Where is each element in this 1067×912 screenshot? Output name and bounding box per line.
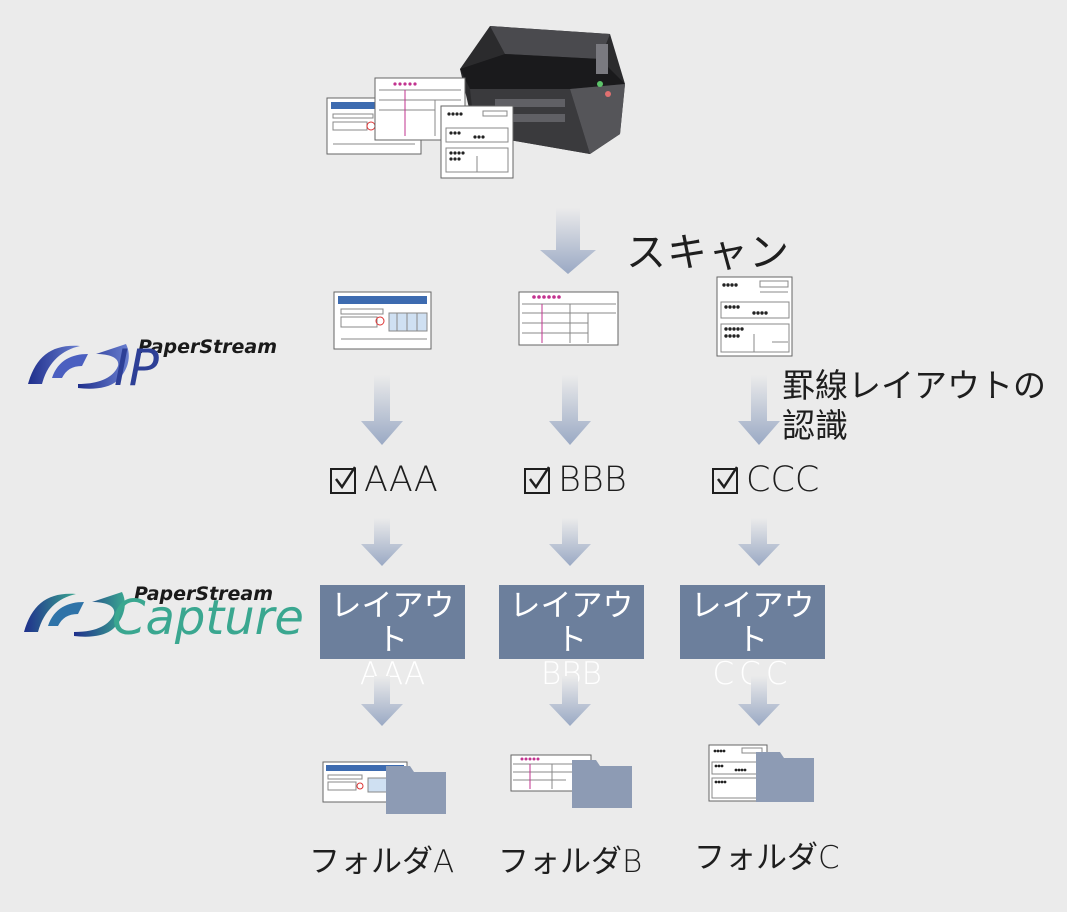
checkbox-checked-icon [712, 466, 739, 494]
layout-box-name: CCC [712, 656, 793, 692]
check-label-ccc: CCC [746, 460, 820, 500]
document-b [518, 291, 619, 346]
layout-arrow-a [361, 518, 403, 566]
check-aaa: AAA [330, 460, 438, 500]
checkbox-checked-icon [524, 466, 551, 494]
input-documents [326, 77, 514, 179]
layout-box-title: レイアウト [690, 588, 815, 658]
folder-a-icon [322, 761, 446, 814]
recognition-arrow-c [738, 375, 780, 445]
folder-label-c: フォルダC [694, 840, 840, 876]
folder-arrow-a [361, 676, 403, 726]
layout-box-bbb: レイアウト BBB [499, 585, 644, 691]
layout-arrow-c [738, 518, 780, 566]
folder-b-icon [510, 754, 632, 808]
layout-box-aaa: レイアウト AAA [320, 585, 465, 691]
paperstream-ip-logo-product: IP [114, 339, 159, 397]
checkbox-checked-icon [330, 466, 357, 494]
folder-label-b: フォルダB [498, 844, 643, 880]
layout-box-title: レイアウト [330, 588, 455, 658]
paperstream-capture-logo-mark [24, 592, 125, 637]
folder-arrow-b [549, 676, 591, 726]
check-ccc: CCC [712, 460, 819, 500]
layout-box-title: レイアウト [509, 588, 634, 658]
paperstream-ip-logo-mark [28, 344, 129, 389]
paperstream-capture-logo-name: PaperStream [134, 583, 274, 605]
document-a [333, 291, 432, 350]
check-label-aaa: AAA [364, 460, 438, 500]
layout-arrow-b [549, 518, 591, 566]
recognition-arrow-a [361, 375, 403, 445]
recognition-arrow-b [549, 375, 591, 445]
check-label-bbb: BBB [558, 460, 627, 500]
scan-label: スキャン [626, 230, 790, 276]
scan-arrow [540, 208, 596, 274]
layout-box-name: AAA [359, 656, 426, 692]
layout-box-ccc: レイアウト CCC [680, 585, 825, 691]
folder-c-icon [708, 744, 814, 802]
document-c [716, 276, 793, 357]
folder-label-a: フォルダA [309, 844, 455, 880]
folder-arrow-c [738, 676, 780, 726]
paperstream-ip-logo-name: PaperStream [138, 336, 278, 358]
paperstream-capture-logo-product: Capture [112, 590, 304, 646]
recognition-label: 罫線レイアウトの 認識 [782, 366, 1046, 445]
check-bbb: BBB [524, 460, 627, 500]
